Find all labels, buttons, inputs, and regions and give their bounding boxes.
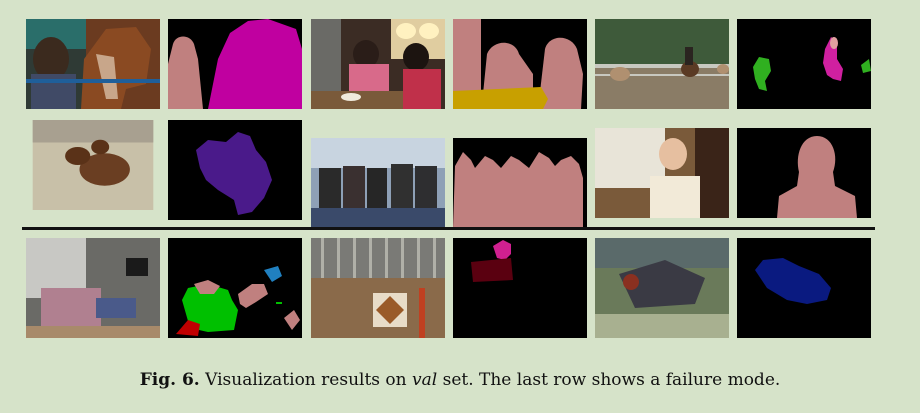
- photo-child-thumbsup: [595, 128, 729, 218]
- row-separator: [22, 227, 875, 230]
- mask-living-room: [168, 238, 302, 338]
- mask-stable-gate: [453, 238, 587, 338]
- caption-italic: val: [412, 370, 438, 390]
- photo-group-men: [311, 138, 445, 228]
- caption-text-1: Visualization results on: [199, 370, 412, 390]
- mask-dogs-bed: [168, 120, 302, 220]
- photo-living-room: [26, 238, 160, 338]
- mask-diners: [453, 19, 587, 109]
- photo-woman-horse: [26, 19, 160, 109]
- mask-child-thumbsup: [737, 128, 871, 218]
- photo-rodeo: [595, 19, 729, 109]
- figure-caption: Fig. 6. Visualization results on val set…: [0, 370, 920, 390]
- photo-overturned-car: [595, 238, 729, 338]
- photo-stable-gate: [311, 238, 445, 338]
- photo-dogs-bed: [26, 120, 160, 210]
- photo-diners: [311, 19, 445, 109]
- figure-label: Fig. 6.: [139, 370, 200, 390]
- mask-overturned-car: [737, 238, 871, 338]
- mask-rodeo: [737, 19, 871, 109]
- mask-group-men: [453, 138, 587, 228]
- caption-text-2: set. The last row shows a failure mode.: [437, 370, 781, 390]
- mask-woman-horse: [168, 19, 302, 109]
